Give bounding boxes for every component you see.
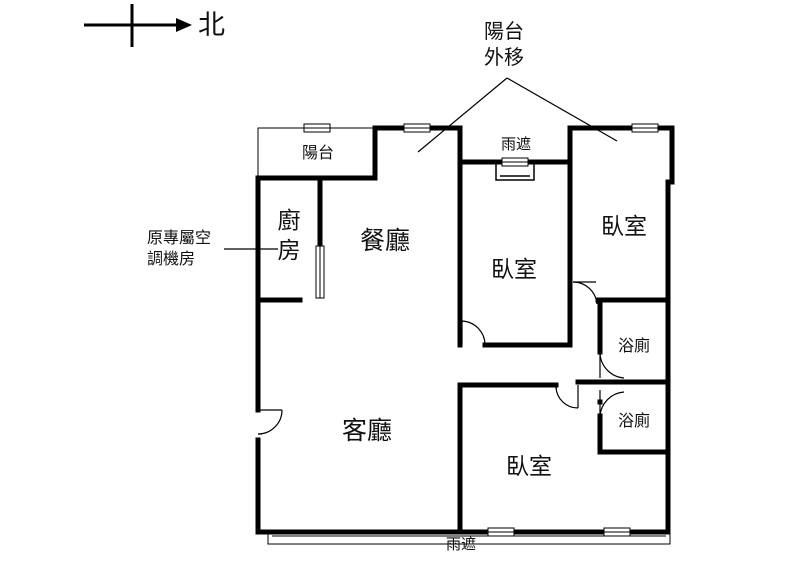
room-bedroom-lower: 臥室 [506, 454, 552, 480]
room-bedroom-middle: 臥室 [491, 257, 537, 283]
windows [303, 123, 659, 537]
balcony-moved-note: 陽台 外移 [484, 18, 524, 70]
north-arrow-icon [84, 4, 192, 47]
balcony-moved-line2: 外移 [484, 45, 524, 69]
balcony-moved-line1: 陽台 [484, 19, 524, 43]
room-canopy-top: 雨遮 [500, 135, 531, 153]
north-label: 北 [198, 10, 225, 41]
walls [255, 125, 675, 535]
room-balcony: 陽台 [302, 143, 335, 162]
room-dining: 餐廳 [360, 226, 411, 255]
room-bath-lower: 浴廁 [618, 411, 651, 430]
door-swings [257, 281, 625, 435]
ac-room-line1: 原專屬空 [147, 228, 212, 247]
room-kitchen: 廚房 [277, 208, 301, 264]
room-bath-upper: 浴廁 [618, 336, 651, 355]
room-bedroom-right: 臥室 [601, 214, 647, 240]
ac-room-note: 原專屬空 調機房 [147, 227, 211, 269]
canopy-sill [495, 162, 535, 181]
ac-room-line2: 調機房 [147, 249, 196, 268]
room-living: 客廳 [342, 416, 393, 445]
kitchen-opening [315, 245, 325, 299]
room-canopy-bottom: 雨遮 [446, 535, 477, 553]
